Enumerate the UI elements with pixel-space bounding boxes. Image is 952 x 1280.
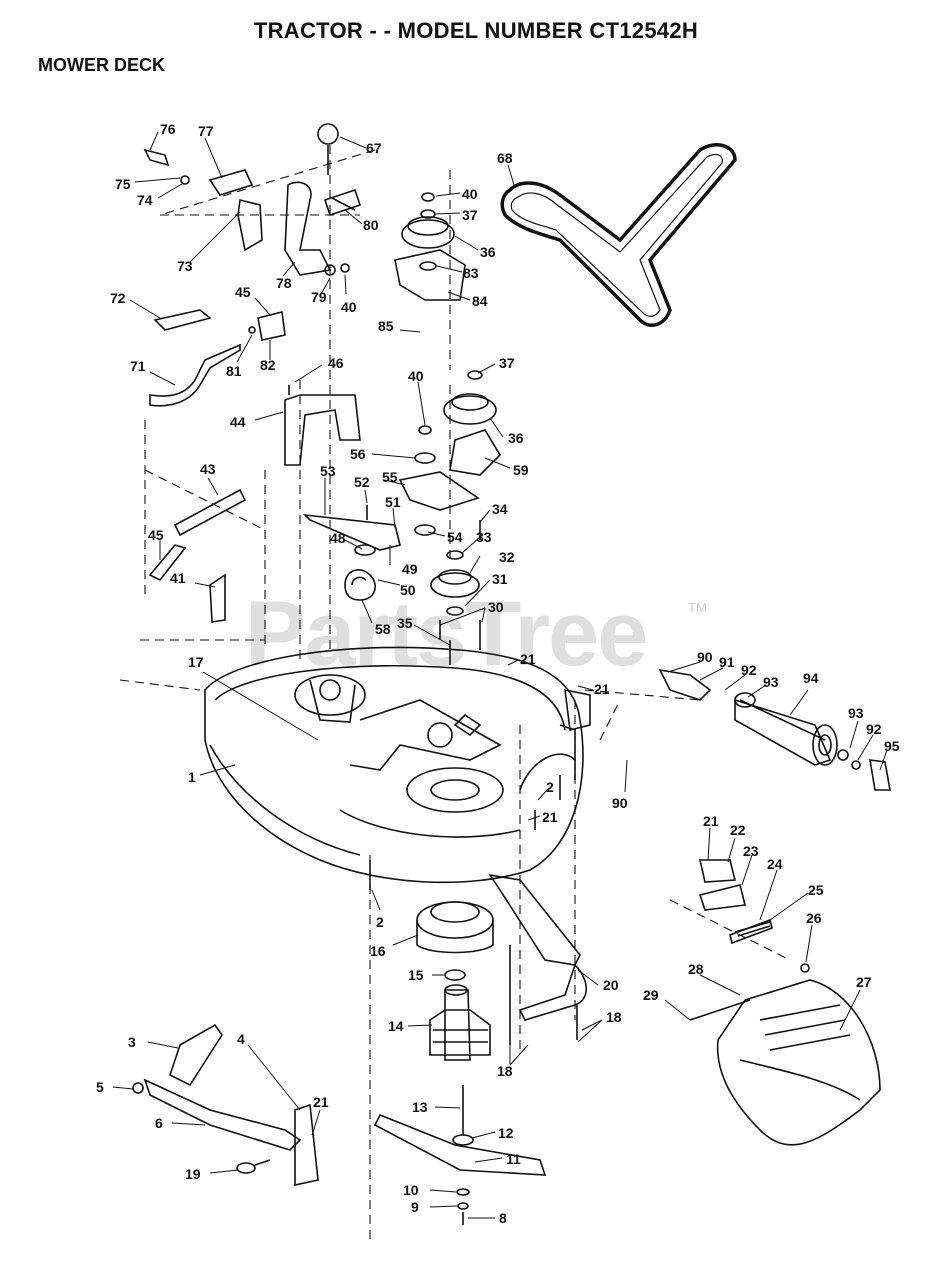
callout-90: 90 (612, 795, 628, 811)
callout-17: 17 (188, 654, 204, 670)
parts-artwork (119, 123, 891, 1240)
callout-81: 81 (226, 363, 242, 379)
callout-92: 92 (866, 721, 882, 737)
callout-59: 59 (513, 462, 529, 478)
callout-49: 49 (402, 561, 418, 577)
callout-37: 37 (499, 355, 515, 371)
callout-35: 35 (397, 615, 413, 631)
callout-14: 14 (388, 1018, 404, 1034)
callout-labels: 76 77 67 68 75 74 40 37 80 36 73 83 78 7… (96, 121, 900, 1226)
callout-55: 55 (382, 469, 398, 485)
callout-4: 4 (237, 1031, 245, 1047)
callout-71: 71 (130, 358, 146, 374)
callout-34: 34 (492, 501, 508, 517)
callout-56: 56 (350, 446, 366, 462)
callout-30: 30 (488, 599, 504, 615)
callout-21: 21 (703, 813, 719, 829)
callout-19: 19 (185, 1166, 201, 1182)
callout-40: 40 (462, 186, 478, 202)
callout-27: 27 (856, 974, 872, 990)
callout-72: 72 (110, 290, 126, 306)
callout-3: 3 (128, 1034, 136, 1050)
callout-52: 52 (354, 474, 370, 490)
callout-31: 31 (492, 571, 508, 587)
callout-2: 2 (546, 779, 554, 795)
callout-79: 79 (311, 289, 327, 305)
callout-28: 28 (688, 961, 704, 977)
callout-80: 80 (363, 217, 379, 233)
callout-85: 85 (378, 318, 394, 334)
callout-44: 44 (230, 414, 246, 430)
callout-73: 73 (177, 258, 193, 274)
callout-leaders (112, 131, 888, 1219)
callout-68: 68 (497, 150, 513, 166)
callout-37: 37 (462, 207, 478, 223)
callout-94: 94 (803, 670, 819, 686)
callout-74: 74 (137, 192, 153, 208)
callout-18: 18 (497, 1063, 513, 1079)
callout-21: 21 (594, 681, 610, 697)
callout-20: 20 (603, 977, 619, 993)
callout-54: 54 (447, 529, 463, 545)
callout-36: 36 (508, 430, 524, 446)
callout-51: 51 (385, 494, 401, 510)
callout-45: 45 (148, 527, 164, 543)
callout-15: 15 (408, 967, 424, 983)
callout-83: 83 (463, 265, 479, 281)
callout-40: 40 (341, 299, 357, 315)
callout-18: 18 (606, 1009, 622, 1025)
callout-92: 92 (741, 662, 757, 678)
callout-41: 41 (170, 570, 186, 586)
callout-5: 5 (96, 1079, 104, 1095)
callout-13: 13 (412, 1099, 428, 1115)
callout-78: 78 (276, 275, 292, 291)
callout-21: 21 (313, 1094, 329, 1110)
callout-33: 33 (476, 529, 492, 545)
callout-16: 16 (370, 943, 386, 959)
callout-58: 58 (375, 621, 391, 637)
callout-46: 46 (328, 355, 344, 371)
callout-82: 82 (260, 357, 276, 373)
callout-10: 10 (403, 1182, 419, 1198)
callout-50: 50 (400, 582, 416, 598)
callout-12: 12 (498, 1125, 514, 1141)
callout-2: 2 (376, 914, 384, 930)
callout-45: 45 (235, 284, 251, 300)
callout-32: 32 (499, 549, 515, 565)
callout-25: 25 (808, 882, 824, 898)
callout-36: 36 (480, 244, 496, 260)
callout-11: 11 (506, 1151, 521, 1167)
callout-91: 91 (719, 654, 735, 670)
callout-95: 95 (884, 738, 900, 754)
callout-53: 53 (320, 463, 336, 479)
callout-24: 24 (767, 856, 783, 872)
callout-40: 40 (408, 368, 424, 384)
callout-84: 84 (472, 293, 488, 309)
callout-6: 6 (155, 1115, 163, 1131)
callout-23: 23 (743, 843, 759, 859)
callout-90: 90 (697, 649, 713, 665)
callout-22: 22 (730, 822, 746, 838)
callout-76: 76 (160, 121, 176, 137)
callout-21: 21 (542, 809, 558, 825)
watermark-trademark: TM (688, 600, 707, 615)
assembly-guides (119, 145, 791, 1240)
callout-9: 9 (411, 1199, 419, 1215)
callout-26: 26 (806, 910, 822, 926)
callout-1: 1 (188, 769, 196, 785)
callout-67: 67 (366, 140, 382, 156)
callout-77: 77 (198, 123, 214, 139)
callout-93: 93 (848, 705, 864, 721)
page-title: TRACTOR - - MODEL NUMBER CT12542H (253, 18, 699, 43)
section-heading: MOWER DECK (38, 55, 165, 75)
callout-29: 29 (643, 987, 659, 1003)
callout-93: 93 (763, 674, 779, 690)
callout-48: 48 (330, 530, 346, 546)
callout-21: 21 (520, 651, 536, 667)
callout-8: 8 (499, 1210, 507, 1226)
callout-43: 43 (200, 461, 216, 477)
callout-75: 75 (115, 176, 131, 192)
